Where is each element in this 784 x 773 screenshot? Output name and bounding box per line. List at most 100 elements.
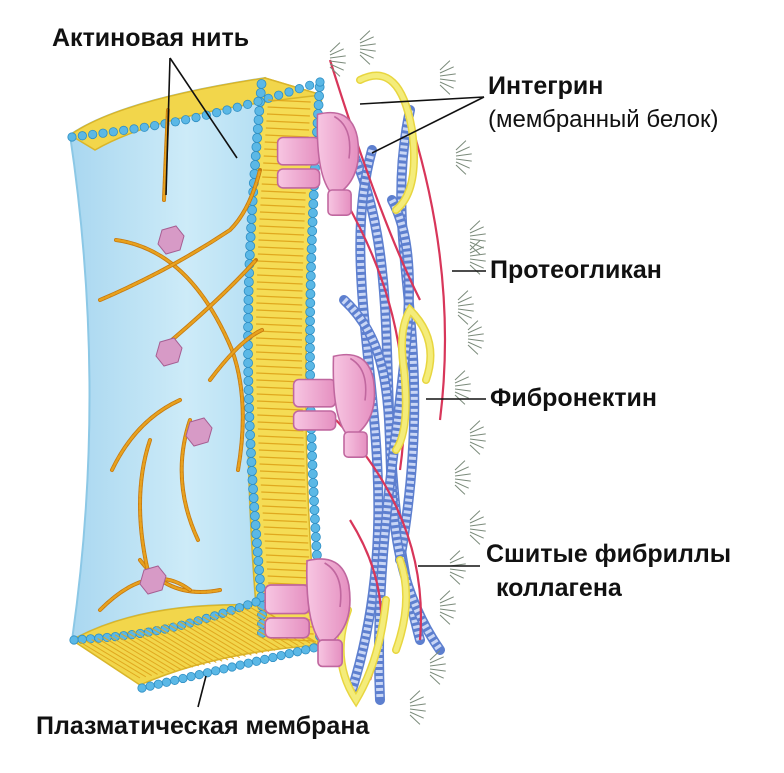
proteoglycan-bristle [439,614,451,625]
phospholipid-head [252,547,263,557]
phospholipid-head [251,142,262,152]
phospholipid-head [246,223,256,233]
integrin-proteins [264,111,376,668]
phospholipid-head [250,151,261,161]
lipid-tail [261,190,306,194]
phospholipid-head [222,105,232,115]
integrin-head [316,111,360,198]
phospholipid-head [245,232,256,242]
lipid-tail [264,533,308,537]
phospholipid-head [243,277,254,287]
lipid-tail [260,197,306,201]
phospholipid-head [98,128,108,138]
phospholipid-head [305,289,316,299]
proteoglycan-bristle [467,320,479,331]
lipid-tail [256,302,303,306]
lipid-tail [258,246,304,250]
phospholipid-head [310,514,320,524]
phospholipid-head [246,457,257,467]
fibronectin-strand-highlight [393,557,409,653]
label-plasma-membrane: Плазматическая мембрана [36,712,370,740]
actin-filament-twist [98,168,262,302]
phospholipid-head [309,496,319,506]
proteoglycan-bristle [455,146,470,154]
phospholipid-head [247,466,257,476]
phospholipid-head [252,133,262,143]
proteoglycan-bristle [467,344,479,355]
lipid-tail [257,274,303,278]
integrin-foot [317,639,344,668]
proteoglycan-bristle [469,426,484,434]
cytoplasmic-protein [185,417,213,447]
phospholipid-head [305,343,315,353]
proteoglycan-bristle [449,568,466,572]
phospholipid-head [250,520,261,530]
lipid-tail [179,621,240,659]
phospholipid-heads [67,77,327,693]
lipid-tail [161,624,223,662]
phospholipid-head [243,367,254,377]
phospholipid-head [246,448,256,458]
phospholipid-head [307,226,318,236]
phospholipid-head [306,433,317,443]
lipid-tail [261,491,306,495]
phospholipid-head [243,313,254,323]
proteoglycan-bristle [429,656,444,664]
proteoglycan-bristle [455,153,472,157]
lipid-tail [257,253,304,257]
phospholipid-head [305,361,315,371]
phospholipid-head [252,538,262,548]
phospholipid-head [306,253,317,263]
lipid-tail [266,561,310,565]
proteoglycan-bristle [454,460,466,471]
lipid-tail [258,435,304,439]
integrin-stalk [276,168,321,189]
phospholipid-head [243,376,254,386]
lipid-tail [258,232,305,236]
leader-plasma-membrane [197,675,207,708]
phospholipid-head [315,77,325,87]
integrin-head [332,353,376,440]
phospholipid-head [250,160,260,170]
phospholipid-head [305,307,316,317]
proteoglycan-bristle [329,55,346,59]
phospholipid-head [77,634,87,645]
lipid-tail [264,540,309,544]
phospholipid-head [308,199,319,209]
phospholipid-head [251,529,262,539]
proteoglycan-bristle [469,433,486,437]
proteoglycan-bristle [439,608,456,612]
proteoglycan-bristle [469,528,486,532]
proteoglycan-bristle [469,516,484,524]
proteoglycan-bristle [409,690,421,701]
phospholipid-head [305,352,315,362]
proteoglycan-bristle [454,391,469,399]
proteoglycan-bristle [359,30,371,41]
phospholipid-head [119,125,129,136]
integrin-groove [349,357,367,401]
phospholipid-head [308,478,319,488]
proteoglycan-bristle [467,326,482,334]
phospholipid-head [178,673,188,684]
proteoglycan-bristle [454,383,471,387]
lipid-tail [262,512,307,516]
proteoglycan-bristle [469,238,486,242]
lipid-tail [197,617,258,655]
integrin-stalk [264,584,311,615]
proteoglycan-core [328,59,421,301]
phospholipid-head [129,124,139,134]
phospholipid-head [308,190,319,200]
phospholipid-head [247,475,258,485]
collagen-fibril-stripes [341,297,443,652]
proteoglycan-bristle [439,73,456,77]
phospholipid-head [202,668,213,678]
integrin-protein [292,353,376,458]
lipid-tail [257,428,304,432]
actin-filament-twist [180,418,200,542]
lipid-tail [265,127,310,131]
proteoglycan-bristle [469,220,481,231]
lipid-tail [144,628,205,666]
proteoglycan-bristle [439,611,454,619]
proteoglycan-bristle [439,78,456,82]
phospholipid-head [250,511,260,521]
